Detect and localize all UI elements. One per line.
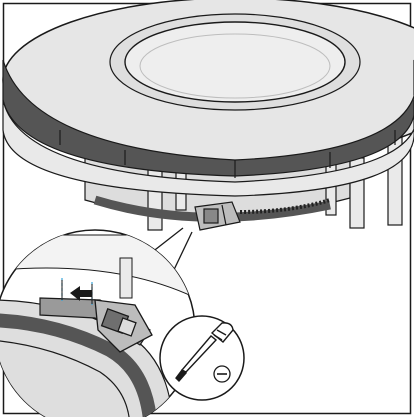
center-opening: [124, 21, 346, 103]
rim-ticks: [59, 130, 396, 178]
flathead-slot-icon: [213, 365, 231, 383]
tool-badge: [159, 315, 245, 401]
strap-teeth: [239, 198, 331, 214]
ring-assembly: [2, 0, 414, 231]
arrow-left-icon: [70, 286, 92, 301]
center-opening-inner-edge: [139, 33, 331, 99]
screwdriver-icon: [175, 322, 234, 383]
detail-view: [0, 229, 196, 417]
ring-lower-rim: [2, 99, 414, 197]
ring-dark-band: [2, 59, 414, 177]
clamp-buckle: [194, 201, 241, 231]
